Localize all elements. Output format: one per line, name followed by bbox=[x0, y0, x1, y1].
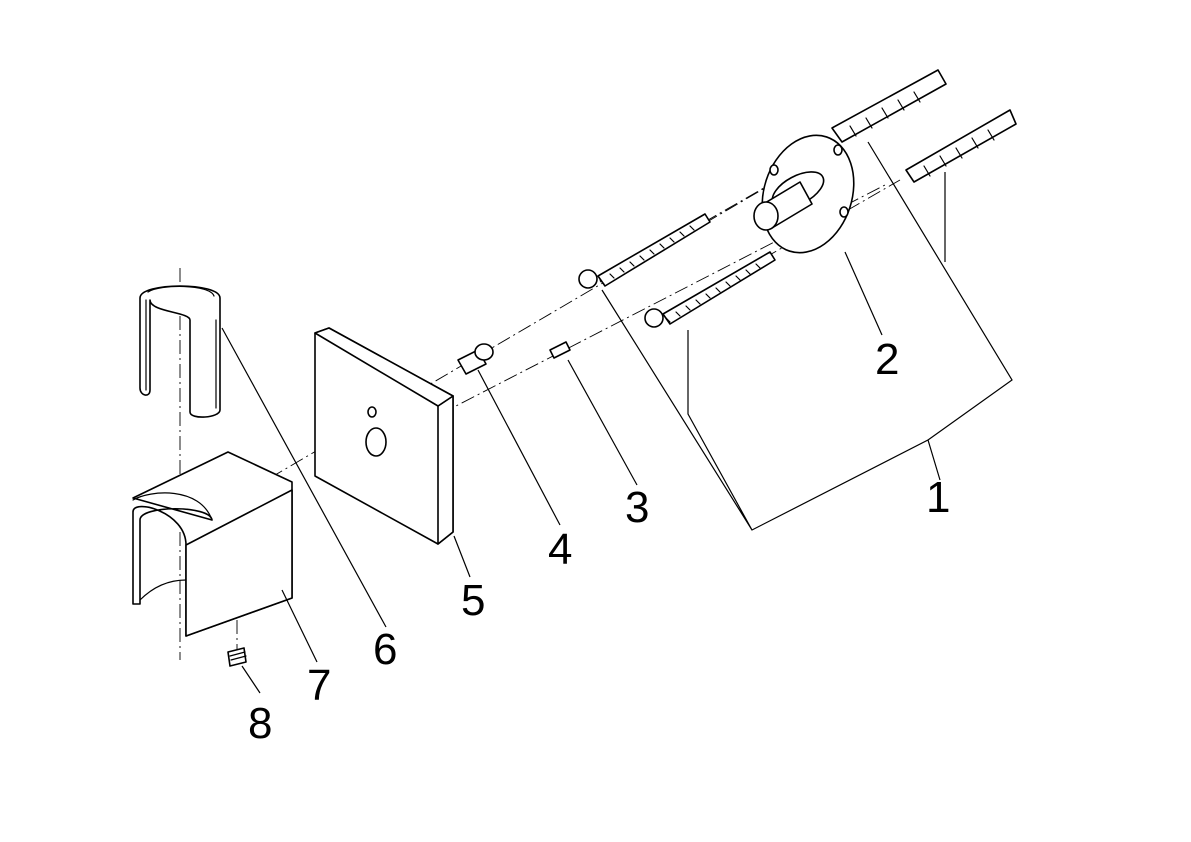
leader-lines bbox=[221, 141, 1013, 694]
callout-2: 2 bbox=[875, 335, 899, 384]
leader-3 bbox=[567, 359, 638, 486]
part-4-screw bbox=[457, 343, 494, 375]
part-3-pin bbox=[549, 341, 571, 359]
callout-3: 3 bbox=[625, 483, 649, 532]
callout-1: 1 bbox=[926, 473, 950, 522]
leader-6 bbox=[221, 327, 387, 628]
leader-7 bbox=[281, 589, 318, 663]
callout-4: 4 bbox=[548, 525, 572, 574]
part-5-cover-plate bbox=[314, 327, 454, 545]
part-6-clip-sleeve bbox=[139, 285, 221, 418]
leader-5 bbox=[453, 535, 471, 578]
callout-7: 7 bbox=[307, 661, 331, 710]
leader-1 bbox=[601, 141, 1013, 531]
part-8-grub-screw bbox=[227, 647, 247, 667]
part-7-holder-body bbox=[132, 451, 293, 637]
callout-8: 8 bbox=[248, 699, 272, 748]
part-1-wall-plug-upper bbox=[831, 69, 947, 143]
callout-5: 5 bbox=[461, 576, 485, 625]
leader-8 bbox=[241, 665, 261, 694]
leader-4 bbox=[477, 369, 561, 526]
part-1-wall-screw-lower bbox=[644, 251, 776, 328]
part-1-wall-plug-lower bbox=[905, 109, 1017, 183]
screw-axis-lower bbox=[659, 179, 901, 319]
part-2-wall-flange bbox=[753, 134, 855, 254]
callout-6: 6 bbox=[373, 625, 397, 674]
part-1-wall-screw-upper bbox=[578, 213, 711, 289]
leader-2 bbox=[844, 251, 883, 336]
